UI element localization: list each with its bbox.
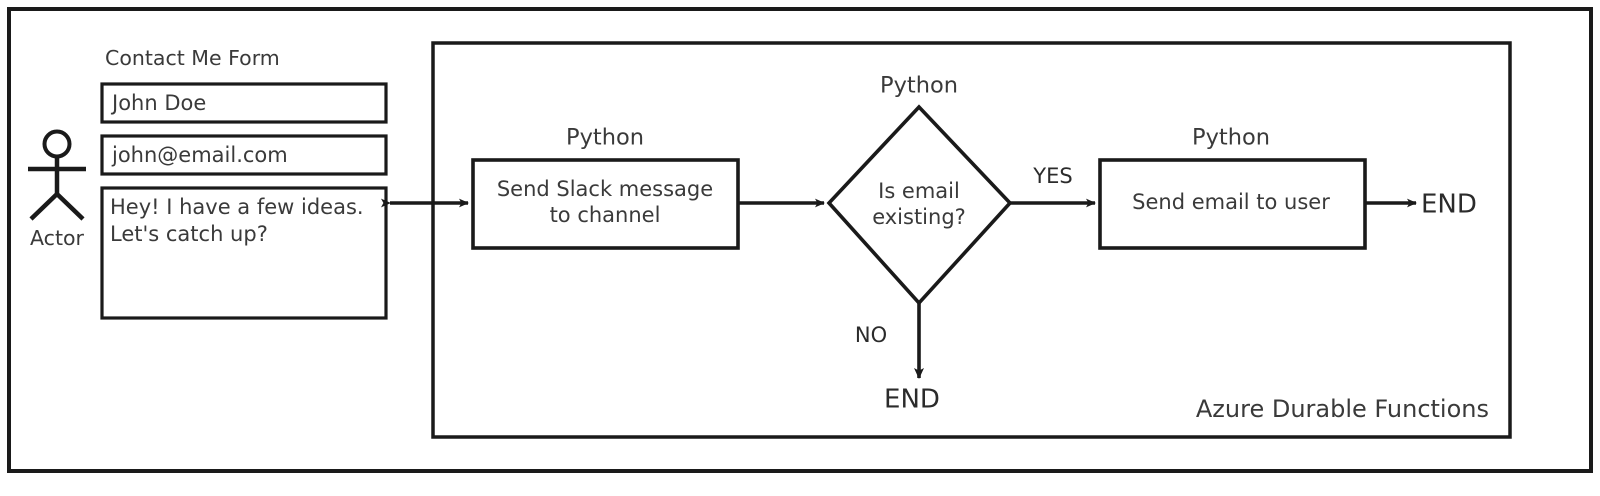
contact-form-title: Contact Me Form — [105, 46, 280, 70]
actor-figure — [28, 129, 86, 221]
email-input[interactable] — [100, 134, 388, 176]
send-email-line-1: Send email to user — [1132, 190, 1330, 214]
edge-label-no: NO — [855, 323, 887, 347]
message-textarea-line-1: Hey! I have a few ideas. — [110, 195, 364, 219]
edge-label-yes: YES — [1032, 164, 1072, 188]
actor-label: Actor — [30, 226, 85, 250]
decision-line-1: Is email — [878, 179, 960, 203]
message-textarea-line-2: Let's catch up? — [110, 222, 268, 246]
email-input-value: john@email.com — [111, 143, 288, 167]
send-slack-tech-label: Python — [566, 125, 644, 151]
message-textarea[interactable] — [100, 186, 388, 320]
decision-tech-label: Python — [880, 73, 958, 99]
end-terminal-yes: END — [1421, 190, 1477, 220]
outer-frame-inner-line — [14, 14, 1586, 466]
send-email-tech-label: Python — [1192, 125, 1270, 151]
send-slack-box[interactable] — [471, 158, 740, 250]
name-input[interactable] — [100, 82, 388, 124]
name-input-value: John Doe — [110, 91, 206, 115]
decision-line-2: existing? — [872, 205, 966, 229]
end-terminal-no: END — [884, 385, 940, 415]
send-slack-line-2: to channel — [550, 203, 661, 227]
send-slack-line-1: Send Slack message — [497, 177, 713, 201]
azure-container-label: Azure Durable Functions — [1196, 395, 1489, 423]
